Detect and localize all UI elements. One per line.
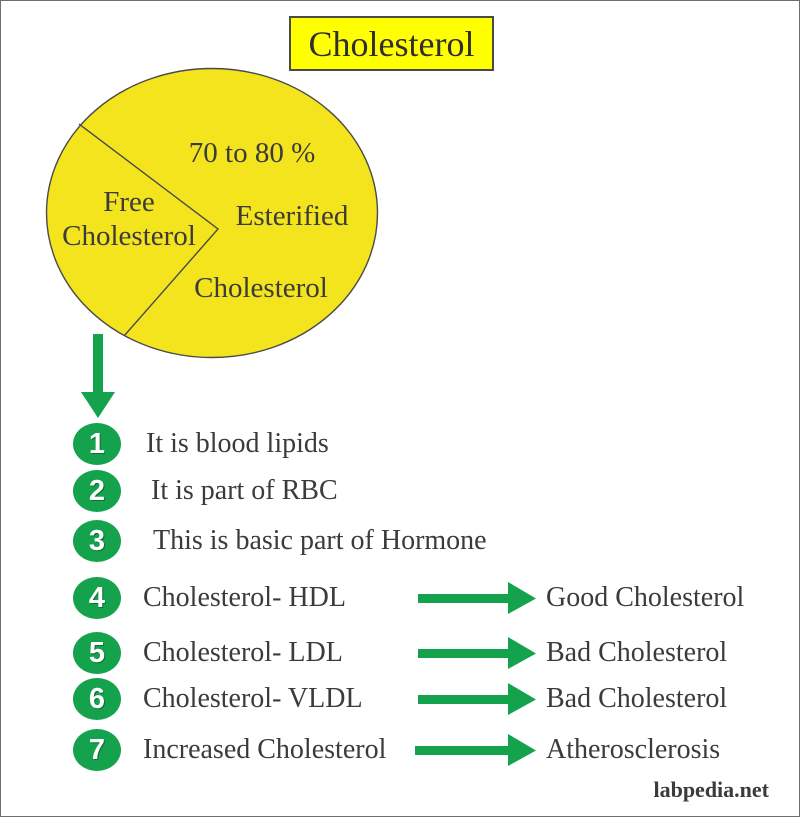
item-text: It is part of RBC	[151, 475, 338, 506]
item-text: Increased Cholesterol	[143, 734, 387, 765]
badge-number: 6	[88, 682, 106, 715]
list-item: 6 Cholesterol- VLDL Bad Cholesterol	[1, 678, 799, 720]
right-arrow-icon	[418, 683, 536, 715]
list-item: 2 It is part of RBC	[1, 470, 799, 512]
pie-wedge-lines	[78, 123, 220, 337]
page-title: Cholesterol	[308, 23, 475, 64]
number-badge-7: 7	[73, 729, 121, 771]
item-text: Cholesterol- LDL	[143, 637, 343, 668]
number-badge-1: 1	[73, 423, 121, 465]
title-box: Cholesterol	[289, 16, 494, 71]
badge-number: 1	[88, 427, 106, 460]
badge-number: 5	[88, 636, 106, 669]
list-item: 7 Increased Cholesterol Atherosclerosis	[1, 729, 799, 771]
pie-label-esterified: Esterified	[235, 200, 349, 232]
number-badge-3: 3	[73, 520, 121, 562]
number-badge-5: 5	[73, 632, 121, 674]
list-item: 4 Cholesterol- HDL Good Cholesterol	[1, 577, 799, 619]
item-result: Good Cholesterol	[546, 582, 745, 613]
pie-label-free-cholesterol: Free Cholesterol	[62, 186, 196, 252]
number-badge-6: 6	[73, 678, 121, 720]
item-result: Atherosclerosis	[546, 734, 721, 765]
pie-ellipse	[45, 67, 379, 359]
badge-number: 2	[88, 474, 106, 507]
list-item: 5 Cholesterol- LDL Bad Cholesterol	[1, 632, 799, 674]
item-result: Bad Cholesterol	[546, 637, 728, 668]
badge-number: 4	[88, 581, 106, 614]
right-arrow-icon	[418, 582, 536, 614]
item-text: This is basic part of Hormone	[153, 525, 487, 556]
item-result: Bad Cholesterol	[546, 683, 728, 714]
item-text: It is blood lipids	[146, 428, 329, 459]
number-badge-2: 2	[73, 470, 121, 512]
item-text: Cholesterol- VLDL	[143, 683, 363, 714]
watermark: labpedia.net	[653, 777, 769, 802]
down-arrow-icon	[81, 334, 115, 418]
pie-label-percent: 70 to 80 %	[188, 137, 316, 169]
badge-number: 7	[88, 733, 106, 766]
item-text: Cholesterol- HDL	[143, 582, 346, 613]
right-arrow-icon	[415, 734, 536, 766]
cholesterol-pie-chart	[45, 67, 379, 359]
list-item: 3 This is basic part of Hormone	[1, 520, 799, 562]
number-badge-4: 4	[73, 577, 121, 619]
list-item: 1 It is blood lipids	[1, 423, 799, 465]
pie-label-esterified-cholesterol: Cholesterol	[194, 272, 328, 304]
badge-number: 3	[88, 524, 106, 557]
right-arrow-icon	[418, 637, 536, 669]
